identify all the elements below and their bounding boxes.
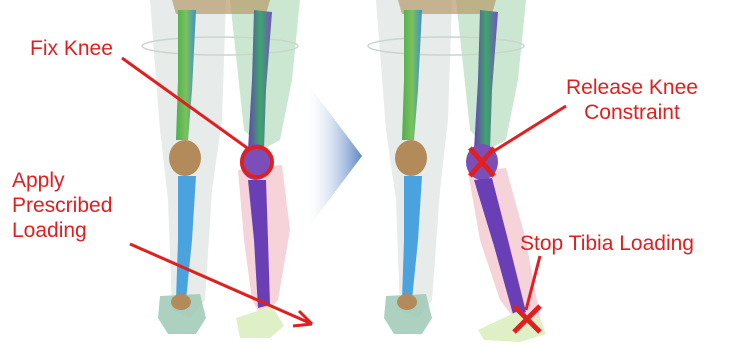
left-ankle-a xyxy=(171,294,191,310)
label-line: Loading xyxy=(12,218,112,243)
label-line: Prescribed xyxy=(12,193,112,218)
label-line: Constraint xyxy=(566,100,698,125)
chevron-right-icon xyxy=(308,84,362,228)
release-knee-constraint-label: Release Knee Constraint xyxy=(566,75,698,125)
stop-tibia-loading-label: Stop Tibia Loading xyxy=(520,231,694,256)
right-ankle-a xyxy=(397,294,417,310)
right-knee-a xyxy=(395,140,427,176)
apply-prescribed-loading-label: Apply Prescribed Loading xyxy=(12,168,112,243)
label-line: Release Knee xyxy=(566,75,698,100)
fix-knee-label: Fix Knee xyxy=(30,36,113,61)
left-foot-b xyxy=(236,306,284,338)
left-leg-model xyxy=(142,0,300,338)
label-line: Apply xyxy=(12,168,112,193)
right-leg-model xyxy=(368,0,546,342)
left-knee-a xyxy=(169,140,201,176)
